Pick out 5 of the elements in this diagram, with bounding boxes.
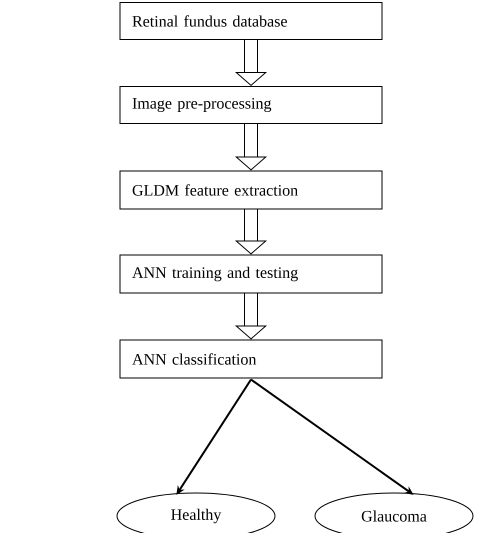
process-box: ANN training and testing	[120, 254, 382, 294]
process-box: ANN classification	[120, 340, 382, 378]
process-box: GLDM feature extraction	[120, 170, 382, 210]
process-box: Retinal fundus database	[120, 2, 382, 40]
process-box: Image pre-processing	[120, 86, 382, 124]
